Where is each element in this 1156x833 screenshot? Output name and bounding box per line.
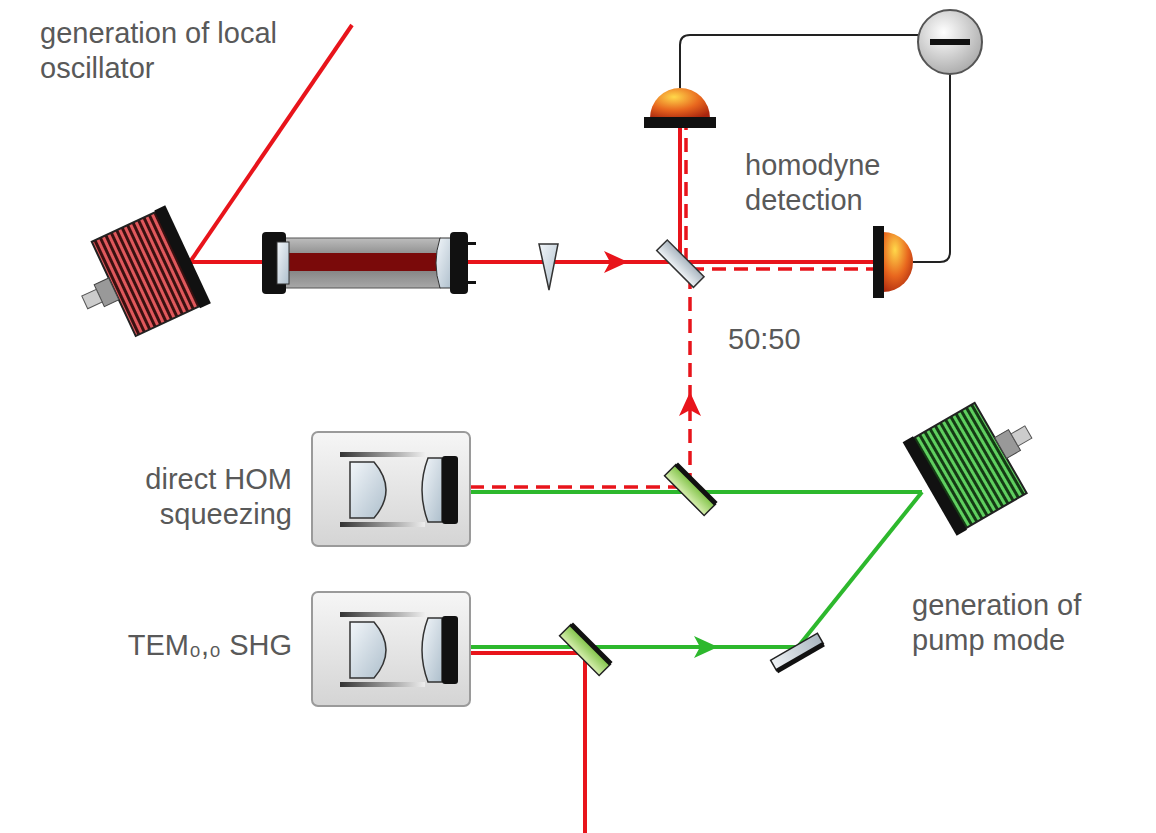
- subtractor: [930, 39, 970, 45]
- lo-beam: [190, 25, 352, 262]
- pump-arrow: [694, 636, 718, 658]
- shg-cavity: [340, 682, 425, 687]
- filter-cavity: [262, 232, 476, 294]
- shg-cavity: [312, 592, 470, 706]
- fiber-coupler: [154, 205, 211, 308]
- photodetector: [883, 232, 913, 292]
- shg-cavity: [350, 622, 386, 678]
- detector-wire: [680, 35, 918, 88]
- pump-beam: [470, 645, 797, 649]
- shg-input-beam: [470, 653, 585, 833]
- fiber-coupler: [82, 289, 102, 308]
- dichroic-mirror: [569, 622, 612, 665]
- subtractor: [918, 10, 982, 74]
- detector-wire: [913, 74, 950, 262]
- cavity-label: direct HOM squeezing: [62, 462, 292, 532]
- squeezed-arrow: [679, 392, 701, 416]
- dichroic-mirror: [560, 625, 611, 676]
- steering-mirror: [771, 633, 824, 670]
- cavity-label: TEM₀,₀ SHG: [128, 628, 292, 663]
- squeezer-cavity: [312, 432, 470, 546]
- squeezer-cavity: [422, 458, 442, 522]
- wedge: [539, 244, 558, 290]
- lo-beam: [604, 251, 628, 273]
- beam-splitter: [657, 240, 704, 287]
- filter-cavity: [468, 281, 476, 284]
- section-label: generation of local oscillator: [40, 16, 330, 86]
- photodetector: [873, 226, 884, 298]
- squeezer-cavity: [442, 456, 458, 524]
- squeezer-cavity: [340, 452, 425, 457]
- photodetector: [644, 88, 716, 128]
- dichroic-mirror: [674, 462, 717, 505]
- shg-input-beam: [470, 653, 585, 833]
- section-label: homodyne detection: [745, 148, 920, 218]
- photodetector: [644, 117, 716, 128]
- shg-cavity: [340, 612, 425, 617]
- dichroic-mirror: [665, 462, 718, 515]
- dichroic-mirror: [665, 465, 716, 516]
- shg-cavity: [442, 616, 458, 684]
- shg-cavity: [422, 618, 442, 682]
- squeezer-cavity: [340, 522, 425, 527]
- squeezed-beam: [684, 128, 688, 262]
- photodetector: [650, 88, 710, 118]
- squeezed-beam: [470, 128, 873, 487]
- squeezer-cavity: [350, 462, 386, 518]
- pump-beam: [797, 492, 922, 648]
- steering-mirror: [776, 642, 825, 673]
- squeezer-cavity: [312, 432, 470, 546]
- mode-converter: [903, 385, 1056, 536]
- subtractor: [918, 10, 982, 74]
- detector-wire: [680, 35, 950, 262]
- filter-cavity: [436, 238, 452, 288]
- fiber-coupler: [62, 205, 211, 351]
- filter-cavity: [285, 238, 440, 288]
- pump-beam: [470, 492, 922, 648]
- shg-cavity: [312, 592, 470, 706]
- mode-converter: [1011, 426, 1032, 446]
- photodetector: [873, 226, 913, 298]
- squeezed-beam: [690, 267, 873, 271]
- mode-converter: [903, 436, 967, 536]
- lo-beam: [678, 128, 682, 262]
- steering-mirror: [771, 633, 825, 673]
- filter-cavity: [450, 232, 468, 294]
- filter-cavity: [468, 242, 476, 245]
- filter-cavity: [277, 242, 289, 284]
- split-ratio: 50:50: [728, 322, 801, 357]
- section-label: generation of pump mode: [912, 588, 1144, 658]
- squeezed-beam: [470, 485, 690, 489]
- squeezed-beam: [688, 270, 692, 487]
- dichroic-mirror: [560, 622, 613, 675]
- filter-cavity: [285, 253, 440, 271]
